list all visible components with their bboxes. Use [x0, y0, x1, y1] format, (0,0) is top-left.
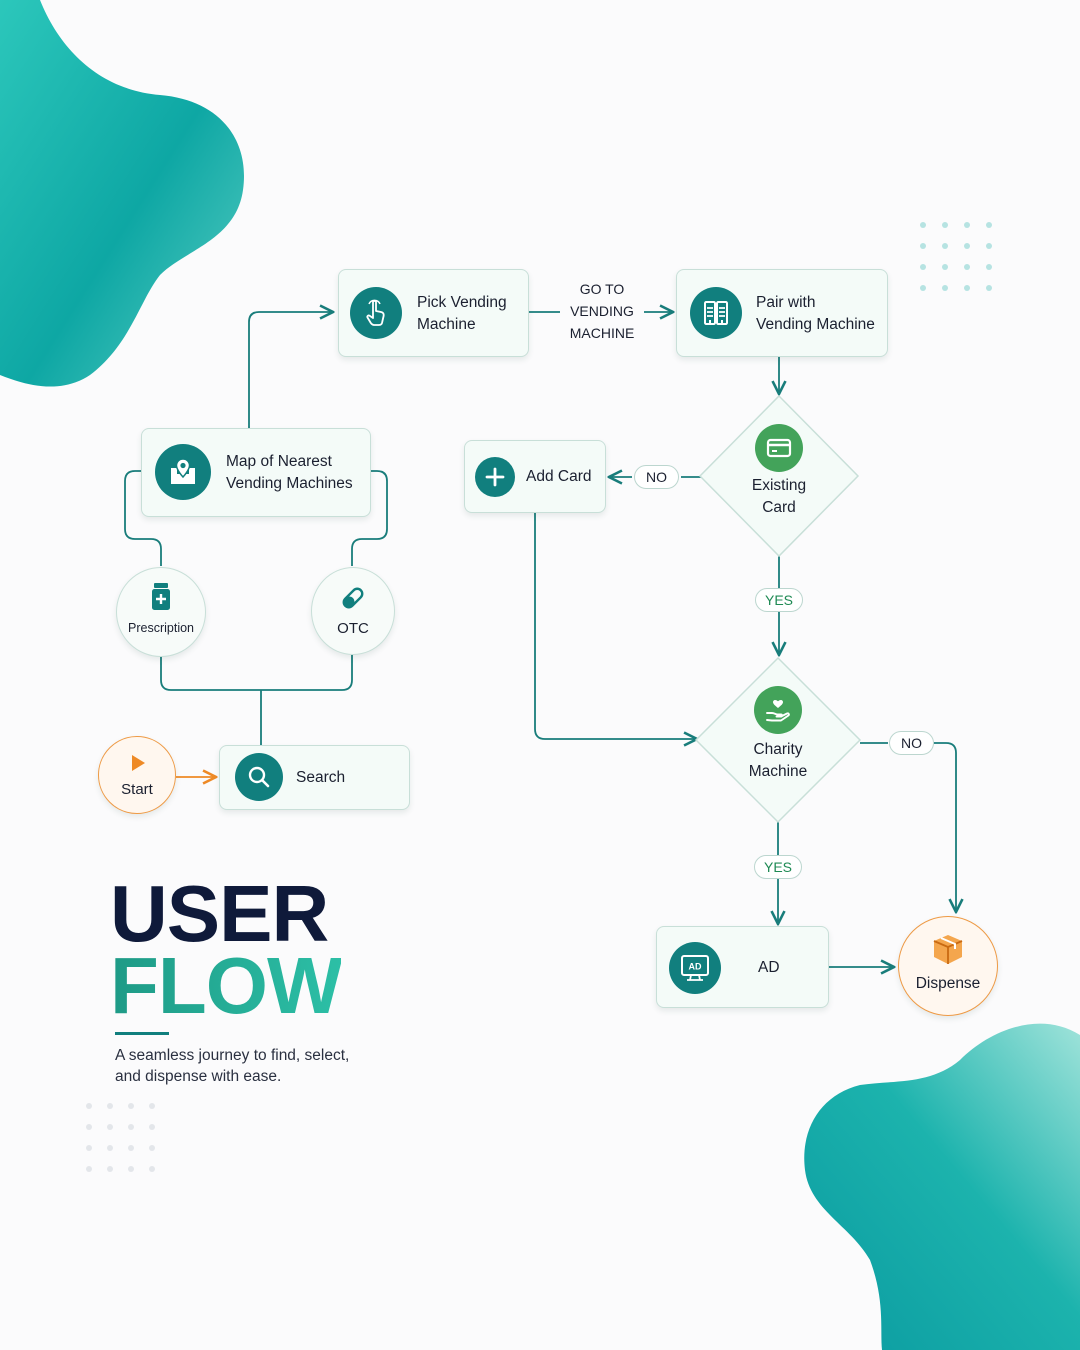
charity-icon-badge — [754, 686, 802, 734]
pair-label: Pair with Vending Machine — [756, 294, 875, 333]
existing-card-node[interactable]: Existing Card — [729, 424, 829, 524]
existing-card-label: Existing Card — [751, 477, 807, 516]
dot-grid-bottom-left — [86, 1103, 156, 1175]
charity-yes-label: YES — [754, 855, 802, 879]
prescription-node[interactable]: Prescription — [116, 567, 206, 657]
edge-branch-prescription — [160, 655, 353, 691]
charity-hand-heart-icon — [766, 699, 790, 722]
top-left-blob — [0, 0, 244, 387]
dispense-label: Dispense — [915, 975, 981, 992]
edge-no-dispense — [934, 742, 956, 912]
pill-icon — [342, 587, 364, 609]
dot-grid-top-right — [920, 222, 996, 292]
add-card-node[interactable]: Add Card — [464, 440, 606, 513]
vending-machine-icon — [704, 301, 728, 325]
pair-vending-node[interactable]: Pair with Vending Machine — [676, 269, 888, 357]
edge-addcard-charity — [534, 513, 697, 739]
play-icon — [132, 755, 145, 771]
pick-vending-node[interactable]: Pick Vending Machine — [338, 269, 529, 357]
bottom-right-blob — [804, 1023, 1080, 1350]
map-node[interactable]: Map of Nearest Vending Machines — [141, 428, 371, 517]
pick-label: Pick Vending Machine — [417, 294, 507, 333]
edge-prescription-map — [124, 470, 162, 566]
start-label: Start — [121, 781, 153, 798]
title-line-1: USER — [110, 869, 329, 958]
add-card-label: Add Card — [526, 468, 592, 485]
goto-vending-label: GO TO VENDING MACHINE — [569, 281, 635, 341]
search-icon-badge — [235, 753, 283, 801]
prescription-label: Prescription — [128, 621, 194, 635]
subtitle: A seamless journey to find, select, and … — [115, 1047, 350, 1085]
dispense-node[interactable]: Dispense — [898, 916, 998, 1016]
otc-label: OTC — [337, 620, 369, 637]
start-node[interactable]: Start — [98, 736, 176, 814]
ad-screen-icon: AD — [681, 955, 709, 981]
charity-machine-diamond — [694, 656, 862, 824]
pick-icon-badge — [350, 287, 402, 339]
card-icon-badge — [755, 424, 803, 472]
title-line-2: FLOW — [110, 941, 342, 1030]
charity-machine-label: Charity Machine — [748, 741, 808, 780]
medicine-bottle-icon — [152, 583, 170, 610]
charity-machine-node[interactable]: Charity Machine — [728, 686, 828, 790]
ad-icon-badge: AD — [669, 942, 721, 994]
edge-map-pick — [248, 312, 333, 428]
pair-icon-badge — [690, 287, 742, 339]
existing-yes-label: YES — [755, 588, 803, 612]
charity-no-label: NO — [889, 731, 934, 755]
title-underline — [115, 1032, 169, 1035]
tap-hand-icon — [366, 299, 385, 326]
existing-no-label: NO — [634, 465, 679, 489]
add-icon-badge — [475, 457, 515, 497]
otc-node[interactable]: OTC — [311, 567, 395, 655]
search-icon — [248, 766, 270, 788]
package-box-icon — [933, 935, 963, 964]
map-pin-icon — [171, 458, 195, 484]
ad-label: AD — [758, 959, 780, 976]
map-label: Map of Nearest Vending Machines — [226, 453, 353, 492]
search-label: Search — [296, 769, 346, 786]
ad-icon-text: AD — [689, 962, 702, 972]
map-icon-badge — [155, 444, 211, 500]
existing-card-diamond — [698, 394, 860, 558]
ad-node[interactable]: AD AD — [656, 926, 829, 1008]
credit-card-icon — [766, 438, 792, 458]
plus-icon — [485, 467, 505, 487]
search-node[interactable]: Search — [219, 745, 410, 810]
edge-otc-map — [351, 470, 388, 566]
